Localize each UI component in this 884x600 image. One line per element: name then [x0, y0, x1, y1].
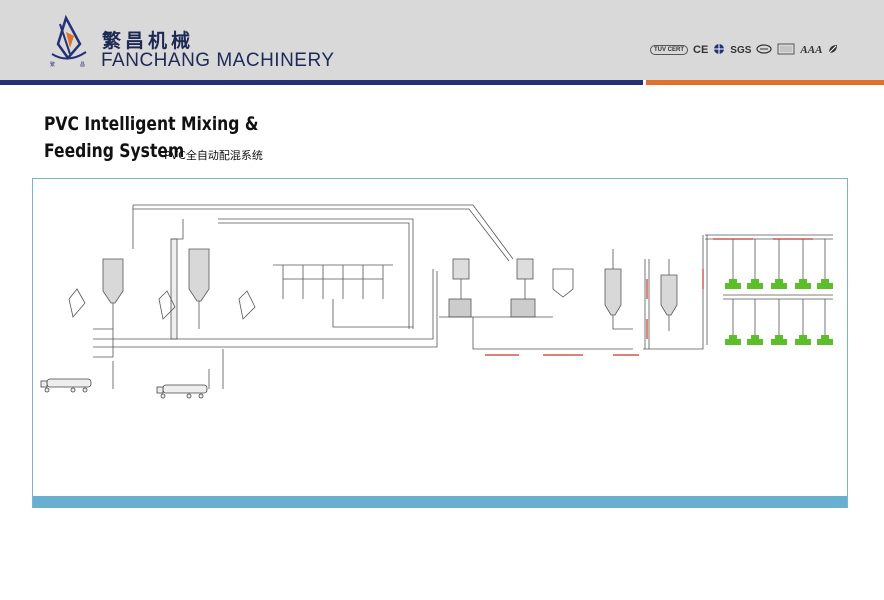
- tuv-cert-icon: TUV CERT: [650, 45, 688, 55]
- certification-badges: TUV CERT CE SGS AAA: [650, 40, 850, 60]
- globe-badge-icon: [713, 43, 725, 57]
- sgs-label: SGS: [730, 44, 752, 56]
- process-diagram-frame: [32, 178, 848, 508]
- tuv-cert-label: TUV CERT: [654, 47, 684, 53]
- page-title-chinese: PVC全自动配混系统: [164, 149, 263, 162]
- ce-mark-icon: CE: [693, 44, 709, 56]
- extruder-group: [725, 279, 833, 345]
- company-logo: 繁 昌: [46, 14, 90, 68]
- leaf-badge-icon: [827, 43, 839, 57]
- header-bar: 繁 昌 繁昌机械 FANCHANG MACHINERY TUV CERT CE …: [0, 0, 884, 80]
- logo-caption-left: 繁: [50, 61, 55, 68]
- process-flow-diagram: [40, 204, 833, 399]
- oval-badge-icon: [756, 44, 773, 56]
- stamp-badge-icon: [777, 43, 795, 57]
- page-title-line1: PVC Intelligent Mixing &: [44, 113, 259, 135]
- diagram-footer-bar: [33, 496, 847, 508]
- header-stripe-orange: [646, 80, 884, 85]
- brand-name-chinese: 繁昌机械: [102, 30, 195, 52]
- page-title-line2: Feeding System: [44, 140, 185, 162]
- logo-caption-right: 昌: [80, 62, 85, 68]
- header-stripe-blue: [0, 80, 643, 85]
- tanker-trucks: [40, 378, 208, 399]
- aaa-label: AAA: [800, 44, 823, 56]
- brand-name-english: FANCHANG MACHINERY: [101, 50, 335, 71]
